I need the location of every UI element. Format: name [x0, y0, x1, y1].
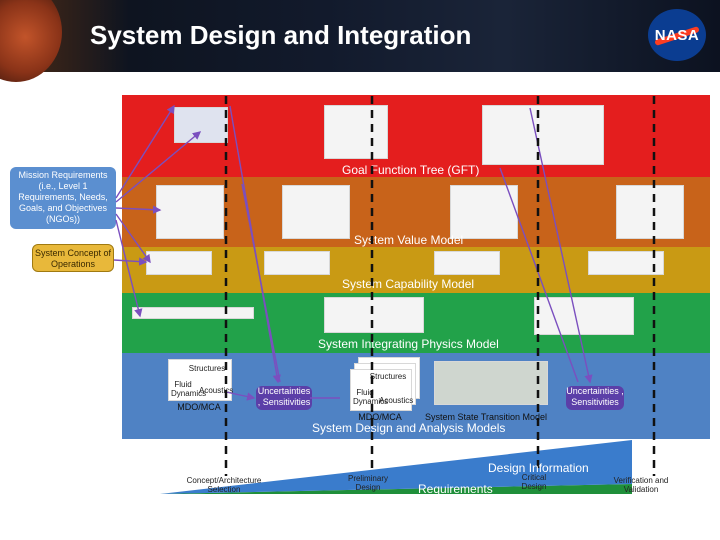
structures-label-left: Structures: [188, 364, 226, 373]
gft-tree-thumbnail-3: [482, 105, 604, 165]
slide-header: System Design and Integration NASA: [0, 0, 720, 82]
state-transition-label: System State Transition Model: [424, 412, 548, 422]
diagram-area: Goal Function Tree (GFT) System Value Mo…: [10, 92, 710, 502]
fluid-dynamics-label-center: Fluid Dynamics: [353, 388, 389, 406]
band-physics: System Integrating Physics Model: [122, 293, 710, 353]
acoustics-label-left: Acoustics: [199, 386, 234, 395]
band-label-gft: Goal Function Tree (GFT): [342, 163, 480, 177]
slide-title: System Design and Integration: [90, 20, 472, 50]
mdo-diagram-left: Structures Fluid Dynamics Acoustics: [168, 359, 234, 401]
connector-arrows: [113, 104, 593, 401]
requirements-label: Requirements: [418, 482, 493, 496]
milestone-dashed-lines: [224, 96, 656, 476]
physics-diagram-thumbnail: [324, 297, 424, 333]
band-label-physics: System Integrating Physics Model: [318, 337, 499, 351]
nasa-logo: NASA: [648, 9, 706, 61]
diagram-overlay: [113, 96, 656, 494]
uncertainty-box-right: Uncertainties , Sensitivities: [566, 386, 624, 410]
value-table-thumbnail-4: [616, 185, 684, 239]
state-transition-thumbnail: [434, 361, 548, 405]
mdo-diagram-stack-front: Structures Fluid Dynamics Acoustics: [350, 369, 414, 411]
fluid-dynamics-label-left: Fluid Dynamics: [171, 380, 207, 398]
milestone-concept-label: Concept/Architecture Selection: [186, 476, 262, 494]
mission-requirements-box: Mission Requirements (i.e., Level 1 Requ…: [10, 167, 116, 229]
band-label-value: System Value Model: [354, 233, 464, 247]
capability-thumbnail-2: [264, 251, 330, 275]
band-gft: Goal Function Tree (GFT): [122, 95, 710, 177]
value-table-thumbnail-3: [450, 185, 518, 239]
planet-image: [0, 0, 62, 82]
milestone-critical-label: Critical Design: [521, 473, 547, 491]
design-information-label: Design Information: [488, 461, 589, 475]
nasa-logo-text: NASA: [654, 26, 700, 44]
capability-thumbnail-4: [588, 251, 664, 275]
mdo-label-left: MDO/MCA: [177, 402, 221, 412]
physics-equation-thumbnail-2: [534, 297, 634, 335]
milestone-preliminary-label: Preliminary Design: [347, 474, 388, 492]
concept-of-operations-box: System Concept of Operations: [32, 244, 114, 272]
band-capability: System Capability Model: [122, 247, 710, 293]
band-label-design: System Design and Analysis Models: [312, 421, 506, 435]
mdo-label-center: MDO/MCA: [358, 412, 402, 422]
band-value: System Value Model: [122, 177, 710, 247]
band-label-capability: System Capability Model: [342, 277, 475, 291]
acoustics-label-center: Acoustics: [379, 396, 414, 405]
milestone-verification-label: Verification and Validation: [613, 476, 669, 494]
value-table-thumbnail-2: [282, 185, 350, 239]
design-information-wedge: [160, 440, 632, 494]
capability-thumbnail-3: [434, 251, 500, 275]
physics-equation-thumbnail-1: [132, 307, 254, 319]
uncertainty-box-left: Uncertainties , Sensitivities: [256, 386, 312, 410]
gft-tree-thumbnail-2: [324, 105, 388, 159]
structures-label-center: Structures: [369, 372, 407, 381]
